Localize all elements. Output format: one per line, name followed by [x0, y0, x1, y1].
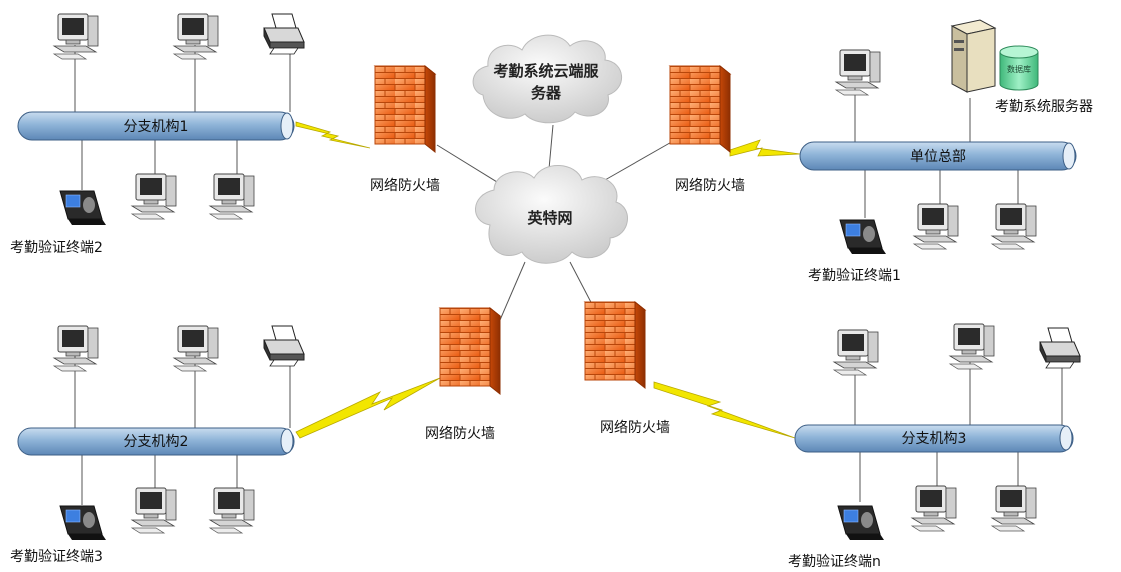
attendance-terminal-icon	[59, 190, 107, 226]
firewall-icon	[584, 301, 646, 389]
firewall-icon	[669, 65, 731, 153]
internet-node: 英特网	[475, 165, 628, 264]
bus-branch1: 分支机构1	[17, 111, 295, 141]
server-icon	[950, 19, 997, 93]
bus-label: 分支机构2	[124, 434, 189, 450]
computer-icon	[53, 325, 99, 372]
database-label: 数据库	[1007, 64, 1031, 74]
computer-icon	[53, 13, 99, 60]
branch2-devices: 考勤验证终端3	[10, 325, 305, 565]
terminal-label: 考勤验证终端1	[808, 268, 901, 284]
terminal-label: 考勤验证终端n	[788, 554, 881, 570]
database-icon: 数据库	[999, 45, 1039, 91]
firewall-icon	[374, 65, 436, 153]
printer-icon	[263, 13, 305, 55]
firewall-label: 网络防火墙	[675, 178, 745, 194]
computer-icon	[131, 487, 177, 534]
firewall-top-right: 网络防火墙	[669, 65, 745, 194]
attendance-terminal-icon	[839, 219, 887, 255]
terminal-label: 考勤验证终端3	[10, 549, 103, 565]
computer-icon	[209, 487, 255, 534]
hq-devices: 数据库 考勤系统服务器 考勤验证终端1	[808, 19, 1093, 284]
firewall-top-left: 网络防火墙	[370, 65, 440, 194]
lightning-link-icon	[653, 381, 796, 439]
internet-label: 英特网	[527, 209, 572, 227]
printer-icon	[263, 325, 305, 367]
computer-icon	[131, 173, 177, 220]
firewall-bottom-left: 网络防火墙	[425, 307, 501, 442]
firewall-icon	[439, 307, 501, 395]
branch1-devices: 考勤验证终端2	[10, 13, 305, 256]
computer-icon	[209, 173, 255, 220]
bus-branch3: 分支机构3	[794, 424, 1074, 453]
firewall-label: 网络防火墙	[600, 420, 670, 436]
attendance-terminal-icon	[59, 505, 107, 541]
computer-icon	[833, 329, 879, 376]
firewall-bottom-right: 网络防火墙	[584, 301, 670, 436]
bus-label: 单位总部	[910, 149, 966, 165]
lightning-link-icon	[295, 377, 441, 439]
cloud-icon	[472, 34, 623, 124]
lightning-link-icon	[295, 121, 371, 149]
attendance-terminal-icon	[837, 505, 885, 541]
computer-icon	[949, 323, 995, 370]
branch3-devices: 考勤验证终端n	[788, 323, 1081, 570]
computer-icon	[911, 485, 957, 532]
bus-hq: 单位总部	[799, 141, 1077, 171]
cloud-icon	[475, 165, 628, 264]
lightning-links	[295, 121, 801, 439]
computer-icon	[913, 203, 959, 250]
computer-icon	[173, 325, 219, 372]
firewall-label: 网络防火墙	[425, 426, 495, 442]
terminal-label: 考勤验证终端2	[10, 240, 103, 256]
bus-branch2: 分支机构2	[17, 427, 295, 456]
computer-icon	[991, 203, 1037, 250]
computer-icon	[835, 49, 881, 96]
firewall-label: 网络防火墙	[370, 178, 440, 194]
lightning-link-icon	[729, 139, 801, 157]
bus-label: 分支机构1	[124, 119, 189, 135]
server-label: 考勤系统服务器	[995, 99, 1093, 115]
cloud-server-label-line1: 考勤系统云端服	[493, 62, 599, 80]
printer-icon	[1039, 327, 1081, 369]
bus-label: 分支机构3	[902, 431, 967, 447]
computer-icon	[173, 13, 219, 60]
computer-icon	[991, 485, 1037, 532]
cloud-server-label-line2: 务器	[531, 84, 562, 102]
cloud-server-node: 考勤系统云端服 务器	[472, 34, 623, 124]
